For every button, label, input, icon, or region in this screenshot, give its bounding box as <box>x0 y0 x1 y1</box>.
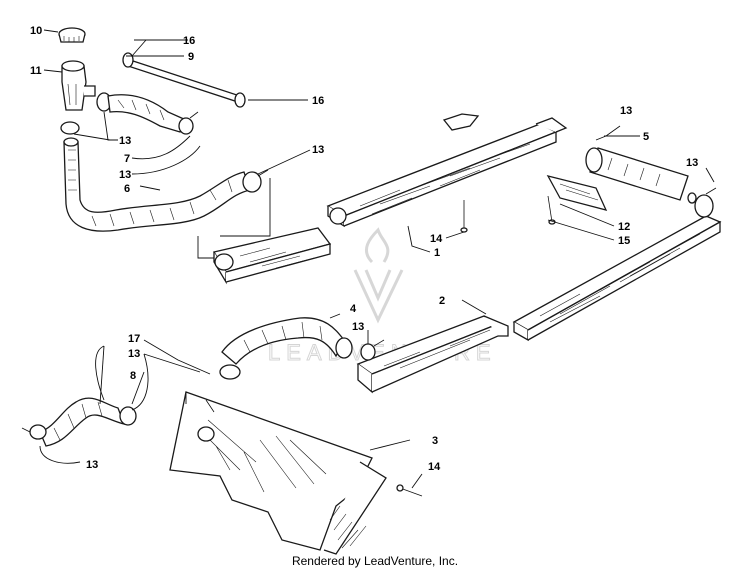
skid-plate <box>169 391 387 555</box>
heat-exchanger-rail-2 <box>512 215 722 342</box>
long-coolant-hose <box>63 137 269 232</box>
callout-4: 4 <box>350 303 357 315</box>
callout-13: 13 <box>86 459 98 471</box>
callout-14: 14 <box>428 461 441 473</box>
radiator-cap <box>58 27 86 43</box>
callout-3: 3 <box>432 435 438 447</box>
callout-14: 14 <box>430 233 443 245</box>
callout-12: 12 <box>618 221 630 233</box>
bypass-hose <box>107 94 199 135</box>
callout-15: 15 <box>618 235 630 247</box>
decal <box>442 113 480 131</box>
callout-5: 5 <box>643 131 649 143</box>
callout-13: 13 <box>119 135 131 147</box>
callout-13: 13 <box>128 348 140 360</box>
heat-exchanger-rail-1 <box>326 117 568 228</box>
callout-labels: 10 16 9 11 16 13 7 13 13 6 13 5 13 12 15… <box>30 25 698 473</box>
callout-13: 13 <box>620 105 632 117</box>
callout-13: 13 <box>686 157 698 169</box>
render-credit: Rendered by LeadVenture, Inc. <box>291 554 459 568</box>
callout-16: 16 <box>312 95 324 107</box>
connector-hose <box>219 317 353 380</box>
callout-16: 16 <box>183 35 195 47</box>
cover-plate <box>546 175 608 211</box>
filler-neck <box>61 60 96 111</box>
callout-9: 9 <box>188 51 194 63</box>
crossover-hose <box>585 135 717 218</box>
front-rail <box>356 315 509 394</box>
lower-coolant-hose <box>21 397 137 447</box>
callout-13: 13 <box>312 144 324 156</box>
callout-2: 2 <box>439 295 445 307</box>
callout-1: 1 <box>434 247 440 259</box>
callout-13: 13 <box>352 321 364 333</box>
callout-17: 17 <box>128 333 140 345</box>
callout-6: 6 <box>124 183 130 195</box>
callout-13: 13 <box>119 169 131 181</box>
leader-lines <box>39 29 715 489</box>
support-rod <box>122 52 246 108</box>
callout-8: 8 <box>130 370 136 382</box>
callout-7: 7 <box>124 153 130 165</box>
callout-11: 11 <box>30 65 42 77</box>
left-frame-rail <box>212 227 332 285</box>
callout-10: 10 <box>30 25 42 37</box>
